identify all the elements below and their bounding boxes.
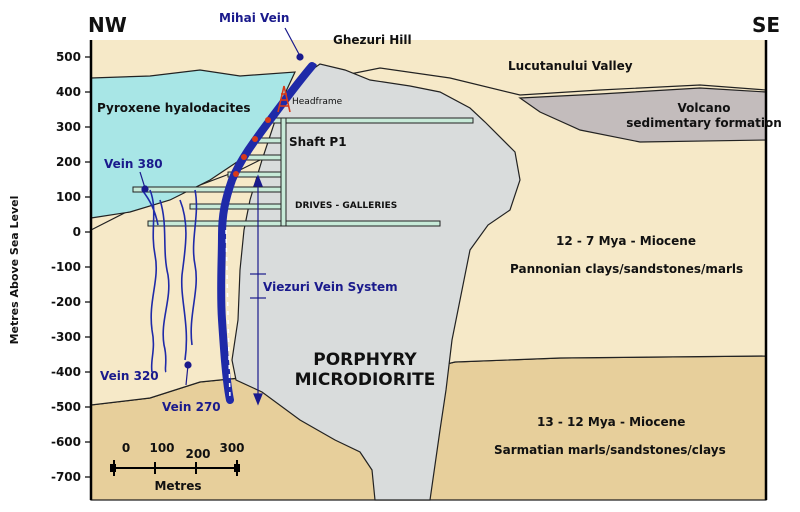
sarmatian-label: Sarmatian marls/sandstones/clays (494, 443, 726, 457)
gallery-level-6 (189, 203, 286, 210)
drives-label: DRIVES - GALLERIES (295, 201, 397, 211)
vein-380-label: Vein 380 (104, 157, 163, 171)
vein-380-path (141, 189, 159, 226)
scale-tick-label: 300 (219, 441, 244, 455)
y-axis-title: Metres Above Sea Level (8, 196, 21, 345)
tick-label: -400 (51, 365, 81, 379)
vein-markers (233, 117, 271, 177)
viezuri-vein-hatch (225, 229, 231, 401)
vein-marker (241, 154, 247, 160)
y-axis-ticks (85, 56, 91, 478)
porphyry-label-1: PORPHYRY (313, 350, 417, 370)
vein-270-label: Vein 270 (162, 400, 221, 414)
se-label: SE (752, 13, 780, 37)
lucutanului-valley-label: Lucutanului Valley (508, 59, 633, 73)
scale-unit-label: Metres (154, 479, 201, 493)
tick-label: -100 (51, 260, 81, 274)
vein-marker (233, 171, 239, 177)
porphyry-label-2: MICRODIORITE (295, 370, 436, 390)
tick-label: 400 (56, 85, 81, 99)
miocene-upper-label: 12 - 7 Mya - Miocene (556, 234, 696, 248)
tick-label: -600 (51, 435, 81, 449)
scale-tick-label: 200 (185, 447, 210, 461)
tick-label: 500 (56, 50, 81, 64)
scale-tick-label: 100 (149, 441, 174, 455)
miocene-lower-label: 13 - 12 Mya - Miocene (537, 415, 685, 429)
tick-label: -700 (51, 470, 81, 484)
tick-label: 300 (56, 120, 81, 134)
tick-label: 0 (73, 225, 81, 239)
pannonian-label: Pannonian clays/sandstones/marls (510, 262, 743, 276)
leader-lines (139, 27, 304, 386)
vein-320-branch (159, 199, 170, 373)
gallery-level-1 (267, 117, 474, 124)
volcano-label-1: Volcano (678, 101, 731, 115)
scale-bar: 0 100 200 300 Metres (110, 441, 245, 493)
vein-320-path (149, 189, 157, 373)
vein-marker (252, 136, 258, 142)
scale-tick-label: 0 (122, 441, 130, 455)
tick-label: 200 (56, 155, 81, 169)
y-axis-labels: 500 400 300 200 100 0 -100 -200 -300 -40… (51, 50, 81, 484)
tick-label: -200 (51, 295, 81, 309)
ghezuri-hill-label: Ghezuri Hill (333, 33, 412, 47)
shaft-label: Shaft P1 (289, 135, 347, 149)
mihai-vein-label: Mihai Vein (219, 11, 289, 25)
shaft-p1 (280, 117, 287, 227)
viezuri-label: Viezuri Vein System (263, 280, 398, 294)
tick-label: 100 (56, 190, 81, 204)
tick-label: -500 (51, 400, 81, 414)
vein-marker (265, 117, 271, 123)
gallery-level-7 (147, 220, 441, 227)
headframe-label: Headframe (292, 97, 343, 107)
gallery-level-5 (132, 186, 286, 193)
tick-label: -300 (51, 330, 81, 344)
galleries (132, 117, 474, 227)
pyroxene-label: Pyroxene hyalodacites (97, 101, 251, 115)
porphyry-body (231, 63, 521, 501)
vein-320-label: Vein 320 (100, 369, 159, 383)
headframe-icon (277, 85, 291, 113)
volcano-label-2: sedimentary formation (626, 116, 782, 130)
viezuri-arrow (250, 174, 266, 406)
veins (141, 189, 198, 373)
vein-270-path (179, 199, 188, 361)
vein-270-branch (190, 189, 198, 346)
nw-label: NW (88, 13, 127, 37)
